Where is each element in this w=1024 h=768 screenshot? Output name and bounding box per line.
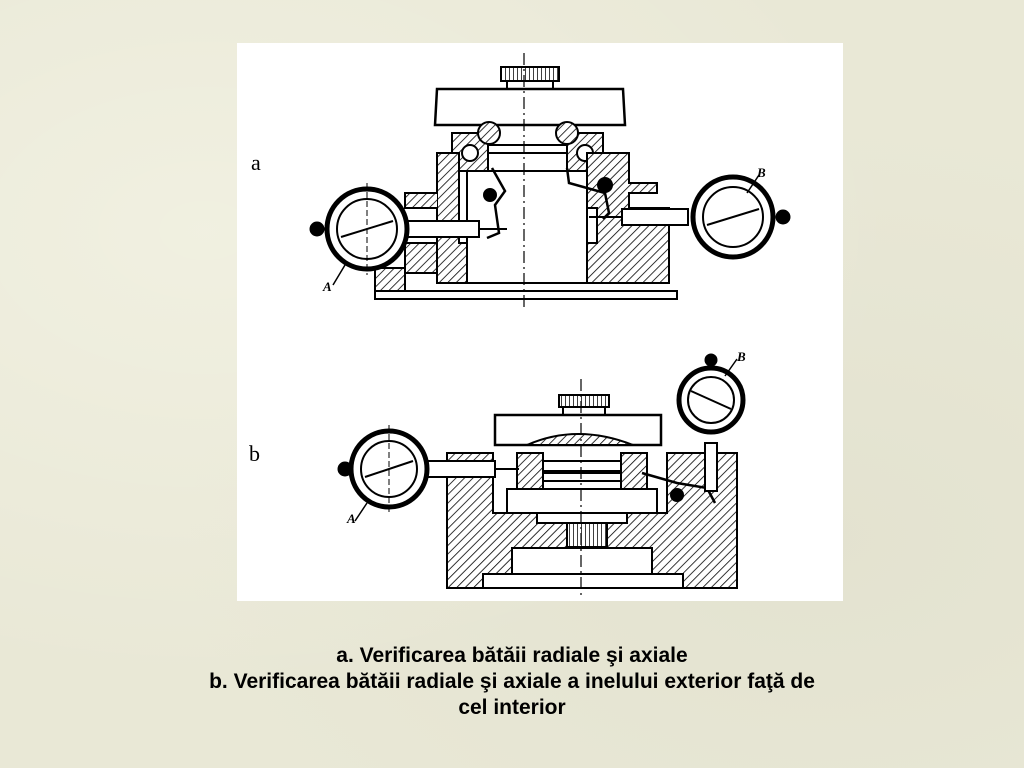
dial-indicator-b-left xyxy=(337,425,430,522)
caption: a. Verificarea bătăii radiale şi axiale … xyxy=(60,643,964,721)
indicator-label-b-left: A xyxy=(346,511,356,526)
drawing-canvas: a b A B A B xyxy=(249,53,791,595)
probe-left-a xyxy=(406,220,480,238)
bearing-right-b xyxy=(620,452,648,490)
indicator-label-b-top: B xyxy=(736,349,746,364)
indicator-label-a-right: B xyxy=(756,165,766,180)
dial-indicator-b-top xyxy=(676,353,746,435)
assembly-a xyxy=(374,53,689,307)
top-plate-a xyxy=(433,87,627,127)
label-a: a xyxy=(251,150,261,175)
probe-right-a xyxy=(621,208,689,226)
caption-line-2: b. Verificarea bătăii radiale şi axiale … xyxy=(209,670,815,693)
dial-indicator-a-left xyxy=(309,183,410,286)
caption-line-3: cel interior xyxy=(458,696,566,719)
caption-line-1: a. Verificarea bătăii radiale şi axiale xyxy=(336,644,688,667)
knob-b xyxy=(558,394,610,408)
indicator-label-a-left: A xyxy=(322,279,332,294)
bearing-left-b xyxy=(516,452,544,490)
knob-a xyxy=(500,66,560,82)
dial-indicator-a-right xyxy=(690,174,791,260)
shaft-a xyxy=(466,170,588,284)
technical-drawing: a b A B A B xyxy=(237,43,843,601)
probe-left-b xyxy=(426,460,496,478)
housing-left-a xyxy=(436,152,468,284)
label-b: b xyxy=(249,441,260,466)
assembly-b xyxy=(426,379,738,595)
